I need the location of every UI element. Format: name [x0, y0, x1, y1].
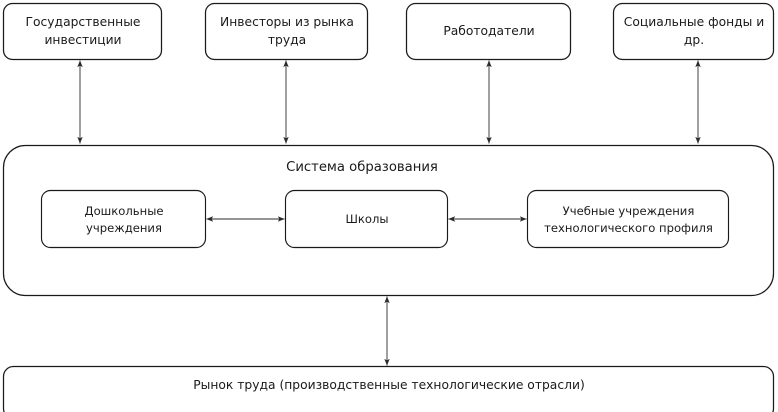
box-technological-institutions[interactable] — [526, 189, 730, 249]
box-preschool[interactable] — [40, 189, 207, 249]
box-labor-market[interactable] — [2, 365, 775, 412]
box-state-investments[interactable] — [2, 2, 163, 61]
box-social-funds[interactable] — [612, 2, 775, 61]
box-employers[interactable] — [405, 2, 572, 61]
box-labor-market-investors[interactable] — [204, 2, 369, 61]
box-schools[interactable] — [284, 189, 449, 249]
